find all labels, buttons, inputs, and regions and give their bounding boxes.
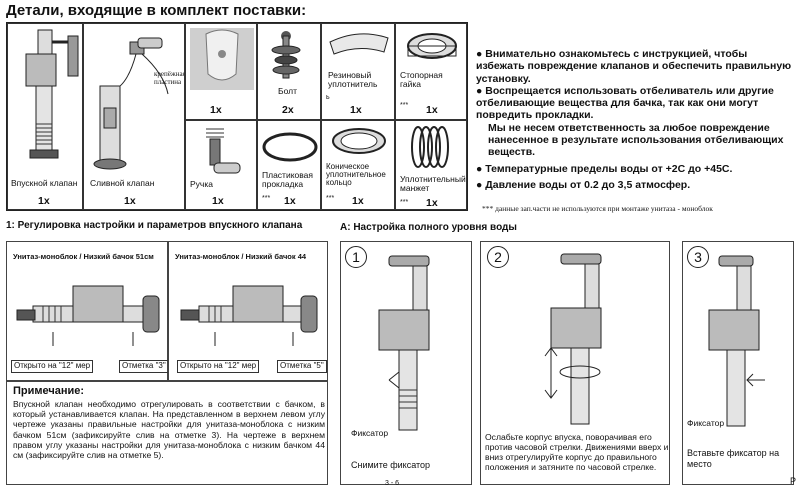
lock-nut-stars: *** bbox=[400, 102, 409, 109]
instructions-list: ● Внимательно ознакомьтесь с инструкцией… bbox=[476, 48, 798, 191]
note-text: Впускной клапан необходимо отрегулироват… bbox=[13, 399, 325, 461]
rubber-seal-icon bbox=[329, 33, 389, 55]
drain-valve-note: крепёжная пластина bbox=[154, 70, 185, 86]
conical-ring-stars: *** bbox=[326, 195, 335, 202]
conical-ring-qty: 1x bbox=[352, 195, 364, 207]
part-photo: 1x bbox=[185, 23, 257, 120]
step-1-number: 1 bbox=[345, 246, 367, 268]
page-number: 3 - 6 bbox=[385, 480, 400, 487]
bolt-label: Болт bbox=[278, 86, 297, 96]
setting-panel-44: Унитаз-моноблок / Низкий бачок 44 Открыт… bbox=[168, 241, 328, 381]
plastic-gasket-qty: 1x bbox=[284, 195, 296, 207]
part-sealing-cuff: Уплотнительный манжет *** 1x bbox=[395, 120, 467, 210]
part-inlet-valve: Впускной клапан 1x bbox=[7, 23, 83, 210]
bullet-no-bleach: ● Воспрещается использовать отбеливатель… bbox=[476, 84, 774, 122]
part-handle: Ручка 1x bbox=[185, 120, 257, 210]
valve-vertical-step3-icon bbox=[708, 255, 765, 427]
valve-photo-icon bbox=[190, 28, 254, 90]
part-conical-ring: Коническое уплотнительное кольцо *** 1x bbox=[321, 120, 395, 210]
handle-qty: 1x bbox=[212, 195, 224, 207]
sealing-cuff-qty: 1x bbox=[426, 197, 438, 209]
parts-table: Впускной клапан 1x крепёжная пластина Сл… bbox=[6, 22, 468, 211]
step-2-panel: 2 Ослабьте корпус впуска, поворачивая ег… bbox=[480, 241, 670, 485]
setting-panel-51: Унитаз-моноблок / Низкий бачок 51см Откр… bbox=[6, 241, 169, 381]
step-3-panel: 3 Фиксатор Вставьте фиксатор на место bbox=[682, 241, 794, 485]
rubber-seal-mark: ь bbox=[326, 94, 330, 101]
bolt-icon bbox=[271, 31, 301, 79]
page-title: Детали, входящие в комплект поставки: bbox=[6, 2, 307, 19]
part-plastic-gasket: Пластиковая прокладка *** 1x bbox=[257, 120, 321, 210]
lock-nut-label: Стопорная гайка bbox=[400, 70, 443, 89]
setting-panel-44-title: Унитаз-моноблок / Низкий бачок 44 bbox=[175, 252, 307, 261]
sealing-cuff-stars: *** bbox=[400, 199, 409, 206]
step-1-text: Снимите фиксатор bbox=[351, 460, 431, 470]
bullet-read-instructions: ● Внимательно ознакомьтесь с инструкцией… bbox=[476, 48, 792, 85]
plastic-gasket-stars: *** bbox=[262, 195, 271, 202]
valve-vertical-step1-icon bbox=[378, 255, 430, 431]
drain-valve-qty: 1x bbox=[124, 195, 136, 207]
part-bolt: Болт 2x bbox=[257, 23, 321, 120]
open-label-44: Открыто на "12" мер bbox=[177, 360, 260, 373]
lock-nut-icon bbox=[407, 33, 457, 59]
step-2-text: Ослабьте корпус впуска, поворачивая его … bbox=[485, 432, 669, 472]
sealing-cuff-icon bbox=[411, 126, 449, 168]
note-title: Примечание: bbox=[13, 385, 85, 397]
inlet-valve-qty: 1x bbox=[38, 195, 50, 207]
part-rubber-seal: Резиновый уплотнитель ь 1x bbox=[321, 23, 395, 120]
section-1-heading: 1: Регулировка настройки и параметров вп… bbox=[6, 220, 303, 231]
sealing-cuff-label: Уплотнительный манжет bbox=[400, 174, 466, 193]
mark-label-44: Отметка "5" bbox=[277, 360, 327, 373]
conical-ring-label: Коническое уплотнительное кольцо bbox=[326, 162, 386, 187]
conical-ring-icon bbox=[332, 128, 386, 154]
bolt-qty: 2x bbox=[282, 104, 294, 116]
plastic-gasket-label: Пластиковая прокладка bbox=[262, 170, 313, 189]
step-2-number: 2 bbox=[487, 246, 509, 268]
step-3-retainer-label: Фиксатор bbox=[687, 418, 725, 428]
valve-horizontal-51-icon bbox=[16, 285, 160, 346]
step-1-retainer-label: Фиксатор bbox=[351, 428, 389, 438]
step-3-number: 3 bbox=[687, 246, 709, 268]
handle-label: Ручка bbox=[190, 179, 213, 189]
bullet-temperature: ● Температурные пределы воды от +2С до +… bbox=[476, 162, 733, 175]
part-drain-valve: крепёжная пластина Сливной клапан 1x bbox=[83, 23, 185, 210]
rubber-seal-qty: 1x bbox=[350, 104, 362, 116]
footnote: *** данные зап.части не используются при… bbox=[482, 204, 713, 213]
mark-label-51: Отметка "3" bbox=[119, 360, 169, 373]
inlet-valve-label: Впускной клапан bbox=[11, 178, 78, 188]
lock-nut-qty: 1x bbox=[426, 104, 438, 116]
photo-qty: 1x bbox=[210, 104, 222, 116]
section-a-heading: А: Настройка полного уровня воды bbox=[340, 222, 517, 233]
valve-horizontal-44-icon bbox=[180, 285, 318, 346]
corner-mark: Р bbox=[790, 476, 797, 486]
step-3-text: Вставьте фиксатор на место bbox=[687, 448, 780, 469]
open-label-51: Открыто на "12" мер bbox=[11, 360, 94, 373]
step-1-panel: 1 Фиксатор Снимите фиксатор bbox=[340, 241, 472, 485]
handle-icon bbox=[206, 128, 241, 174]
note-panel: Примечание: Впускной клапан необходимо о… bbox=[6, 381, 328, 485]
drain-valve-icon bbox=[93, 37, 169, 170]
setting-panel-51-title: Унитаз-моноблок / Низкий бачок 51см bbox=[13, 252, 154, 261]
bullet-liability: Мы не несем ответственность за любое пов… bbox=[488, 121, 784, 159]
plastic-gasket-icon bbox=[262, 132, 318, 162]
part-lock-nut: Стопорная гайка *** 1x bbox=[395, 23, 467, 120]
rubber-seal-label: Резиновый уплотнитель bbox=[328, 70, 378, 89]
drain-valve-label: Сливной клапан bbox=[90, 178, 155, 188]
valve-vertical-step2-icon bbox=[544, 253, 602, 425]
bullet-pressure: ● Давление воды от 0.2 до 3,5 атмосфер. bbox=[476, 178, 691, 191]
inlet-valve-icon bbox=[25, 29, 79, 159]
